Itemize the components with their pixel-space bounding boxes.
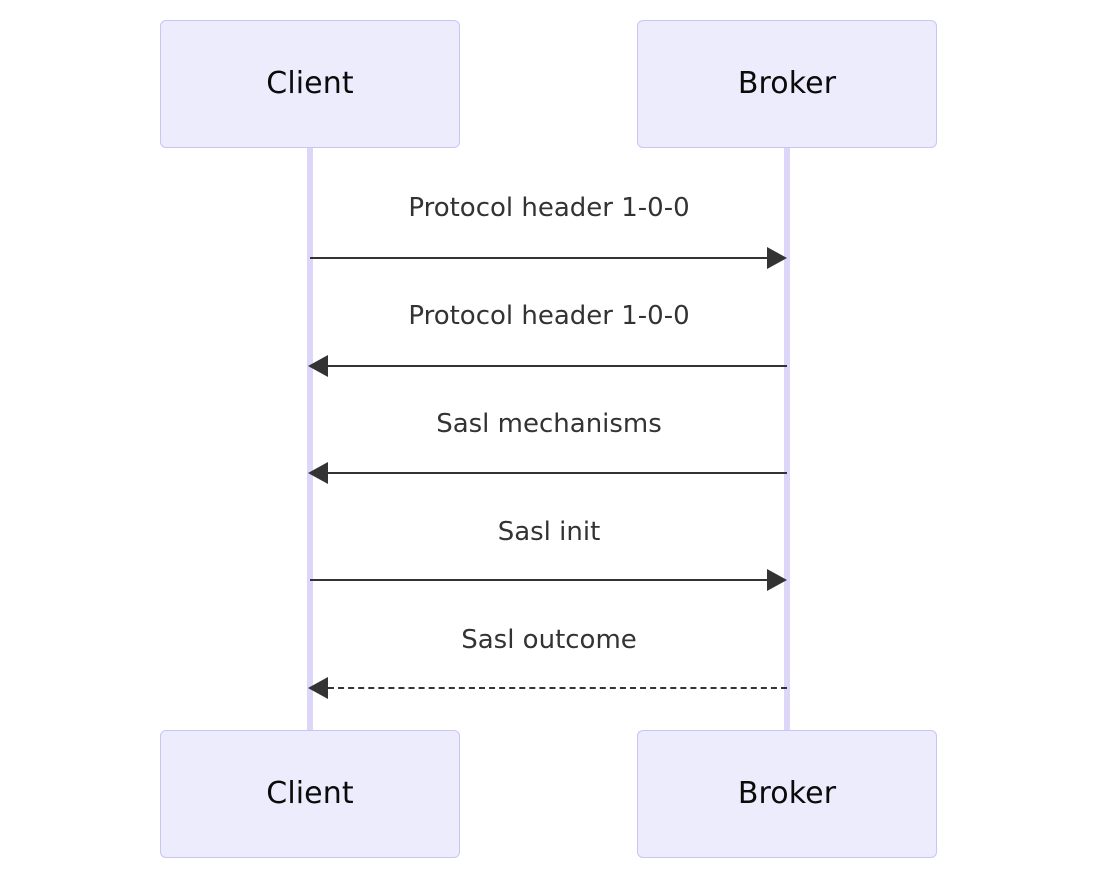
participant-box-client-bottom[interactable]: Client [160,730,460,858]
participant-box-broker-top[interactable]: Broker [637,20,937,148]
message-line-5 [328,687,787,689]
message-arrowhead-5 [308,677,328,699]
message-arrowhead-1 [767,247,787,269]
lifeline-client [307,148,313,730]
message-label-2: Protocol header 1-0-0 [408,301,690,331]
message-arrowhead-2 [308,355,328,377]
message-arrowhead-4 [767,569,787,591]
participant-label-client-top: Client [266,66,354,101]
message-line-4 [310,579,768,581]
message-line-2 [328,365,787,367]
message-label-3: Sasl mechanisms [436,409,662,439]
participant-box-broker-bottom[interactable]: Broker [637,730,937,858]
message-line-1 [310,257,768,259]
participant-box-client-top[interactable]: Client [160,20,460,148]
message-label-1: Protocol header 1-0-0 [408,193,690,223]
message-arrowhead-3 [308,462,328,484]
lifeline-broker [784,148,790,730]
participant-label-client-bottom: Client [266,776,354,811]
message-line-3 [328,472,787,474]
message-label-5: Sasl outcome [461,625,637,655]
participant-label-broker-top: Broker [737,66,837,101]
message-label-4: Sasl init [497,517,601,547]
participant-label-broker-bottom: Broker [737,776,837,811]
